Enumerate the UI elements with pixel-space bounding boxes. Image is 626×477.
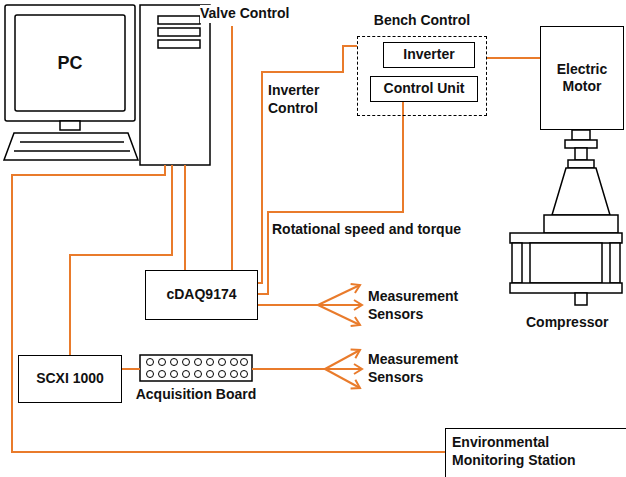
- node-title: PC: [57, 52, 82, 75]
- compressor-drawing: [510, 130, 622, 305]
- group-title: Bench Control: [357, 12, 487, 30]
- acquisition-board-drawing: [140, 355, 252, 381]
- part-label: Compressor: [526, 314, 608, 332]
- computer-drawing: [4, 5, 210, 165]
- sensor-arrow: [318, 285, 360, 305]
- connector: [258, 102, 403, 294]
- sensor-arrow: [325, 350, 360, 369]
- screen-area: PC: [15, 15, 125, 111]
- node-title: SCXI 1000: [36, 370, 104, 388]
- scxi-box: SCXI 1000: [18, 355, 122, 403]
- sensor-wire: [252, 368, 325, 370]
- sensor-label: Measurement Sensors: [368, 288, 458, 323]
- signal-wires: [232, 26, 362, 388]
- sensor-label: Measurement Sensors: [368, 351, 458, 386]
- motor-box: Electric Motor: [540, 26, 624, 130]
- daq-box: cDAQ9174: [145, 270, 258, 320]
- node-title: cDAQ9174: [166, 286, 236, 304]
- sensor-arrow: [325, 369, 360, 388]
- acquisition-board: Acquisition Board: [140, 355, 252, 381]
- node-title: Environmental Monitoring Station: [452, 434, 620, 469]
- sensor-arrow: [325, 368, 362, 370]
- sensor-arrow: [318, 305, 360, 325]
- station-box: Environmental Monitoring Station: [445, 428, 626, 477]
- node-title: Control Unit: [384, 80, 465, 98]
- connector: [258, 46, 357, 283]
- node-title: Acquisition Board: [136, 386, 257, 404]
- edge-label: Rotational speed and torque: [272, 221, 461, 239]
- sensor-wire: [258, 304, 318, 306]
- connector: [70, 165, 172, 355]
- connector: [122, 368, 140, 370]
- control-box: Control Unit: [370, 76, 478, 102]
- signal-label: Valve Control: [200, 5, 289, 23]
- computer: PC: [3, 3, 213, 165]
- node-title: Inverter: [403, 46, 454, 64]
- sensor-arrow: [318, 304, 362, 306]
- edge-label: Inverter Control: [268, 82, 319, 117]
- bench-group: Bench ControlInverterControl Unit: [357, 12, 487, 116]
- inverter-box: Inverter: [383, 42, 475, 68]
- connector: [487, 57, 540, 59]
- node-title: Electric Motor: [545, 61, 619, 96]
- connector: [184, 165, 186, 270]
- valve-wire: [231, 26, 233, 270]
